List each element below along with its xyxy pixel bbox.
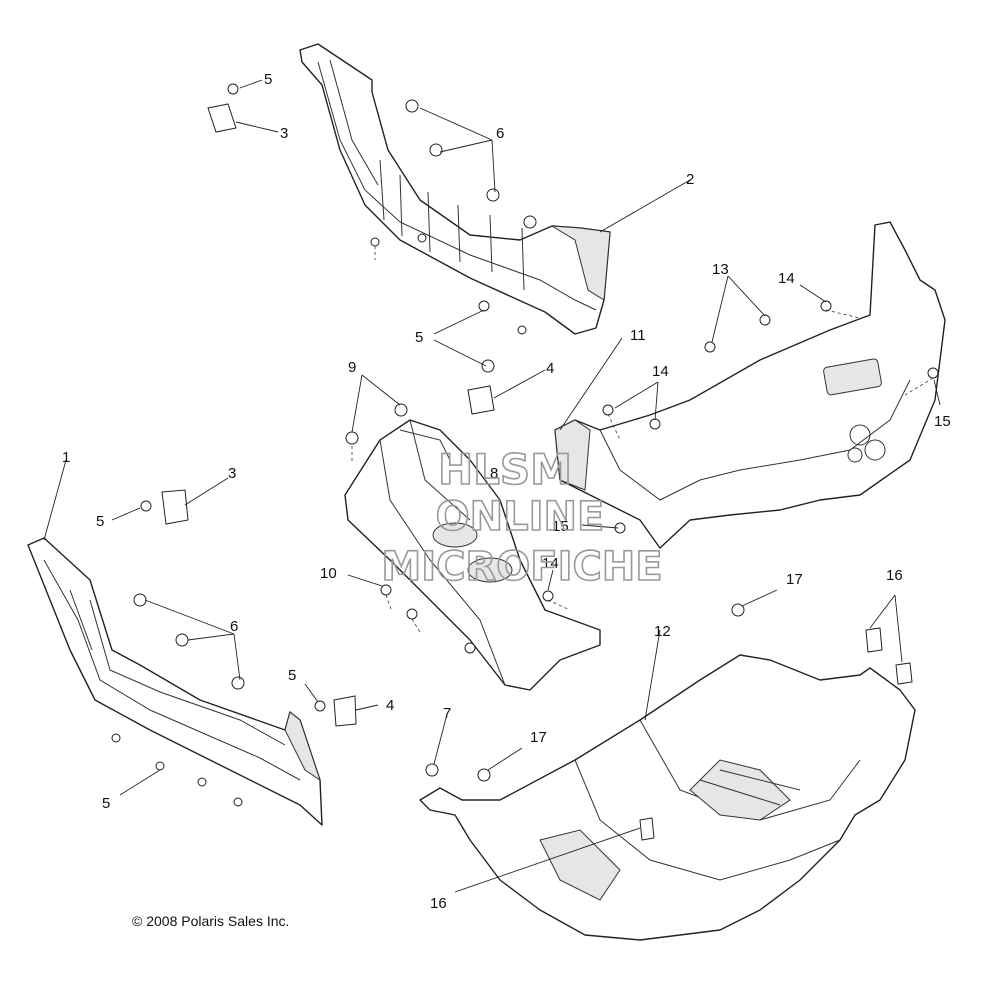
callout-5: 5	[102, 795, 110, 812]
callout-11: 11	[630, 327, 646, 344]
callout-5: 5	[288, 667, 296, 684]
part-8-console	[344, 419, 601, 691]
callout-9: 9	[348, 359, 356, 376]
watermark: HLSM ONLINE MICROFICHE	[381, 444, 664, 591]
callout-numbers: 5 3 6 2 5 4 9 3 5 1 6 5 4 5 10 11 12 13 …	[62, 71, 951, 912]
callout-5: 5	[96, 513, 104, 530]
callout-14: 14	[778, 270, 795, 287]
part-2-rail	[299, 43, 611, 335]
callout-17: 17	[530, 729, 547, 746]
part-12-floor	[419, 654, 916, 941]
callout-7: 7	[443, 705, 451, 722]
callout-4: 4	[546, 360, 554, 377]
callout-5: 5	[264, 71, 272, 88]
callout-5: 5	[415, 329, 423, 346]
callout-3: 3	[280, 125, 288, 142]
callout-8: 8	[490, 465, 498, 482]
callout-6: 6	[496, 125, 504, 142]
callout-1: 1	[62, 449, 70, 466]
leader-lines	[43, 79, 941, 893]
callout-16: 16	[886, 567, 903, 584]
callout-12: 12	[654, 623, 671, 640]
callout-15: 15	[934, 413, 951, 430]
callout-16: 16	[430, 895, 447, 912]
watermark-line-2: ONLINE	[436, 494, 605, 540]
callout-14: 14	[652, 363, 669, 380]
alignment-lines	[351, 246, 934, 633]
part-1-rail	[27, 537, 323, 826]
callout-2: 2	[686, 171, 694, 188]
callout-15: 15	[552, 518, 569, 535]
callout-4: 4	[386, 697, 394, 714]
copyright-notice: © 2008 Polaris Sales Inc.	[132, 913, 289, 929]
callout-17: 17	[786, 571, 803, 588]
watermark-line-1: HLSM	[438, 445, 572, 494]
callout-10: 10	[320, 565, 337, 582]
fasteners	[111, 83, 939, 841]
callout-3: 3	[228, 465, 236, 482]
callout-14: 14	[542, 555, 559, 572]
watermark-line-3: MICROFICHE	[381, 544, 662, 590]
callout-13: 13	[712, 261, 729, 278]
callout-6: 6	[230, 618, 238, 635]
part-11-bulkhead	[554, 221, 946, 549]
